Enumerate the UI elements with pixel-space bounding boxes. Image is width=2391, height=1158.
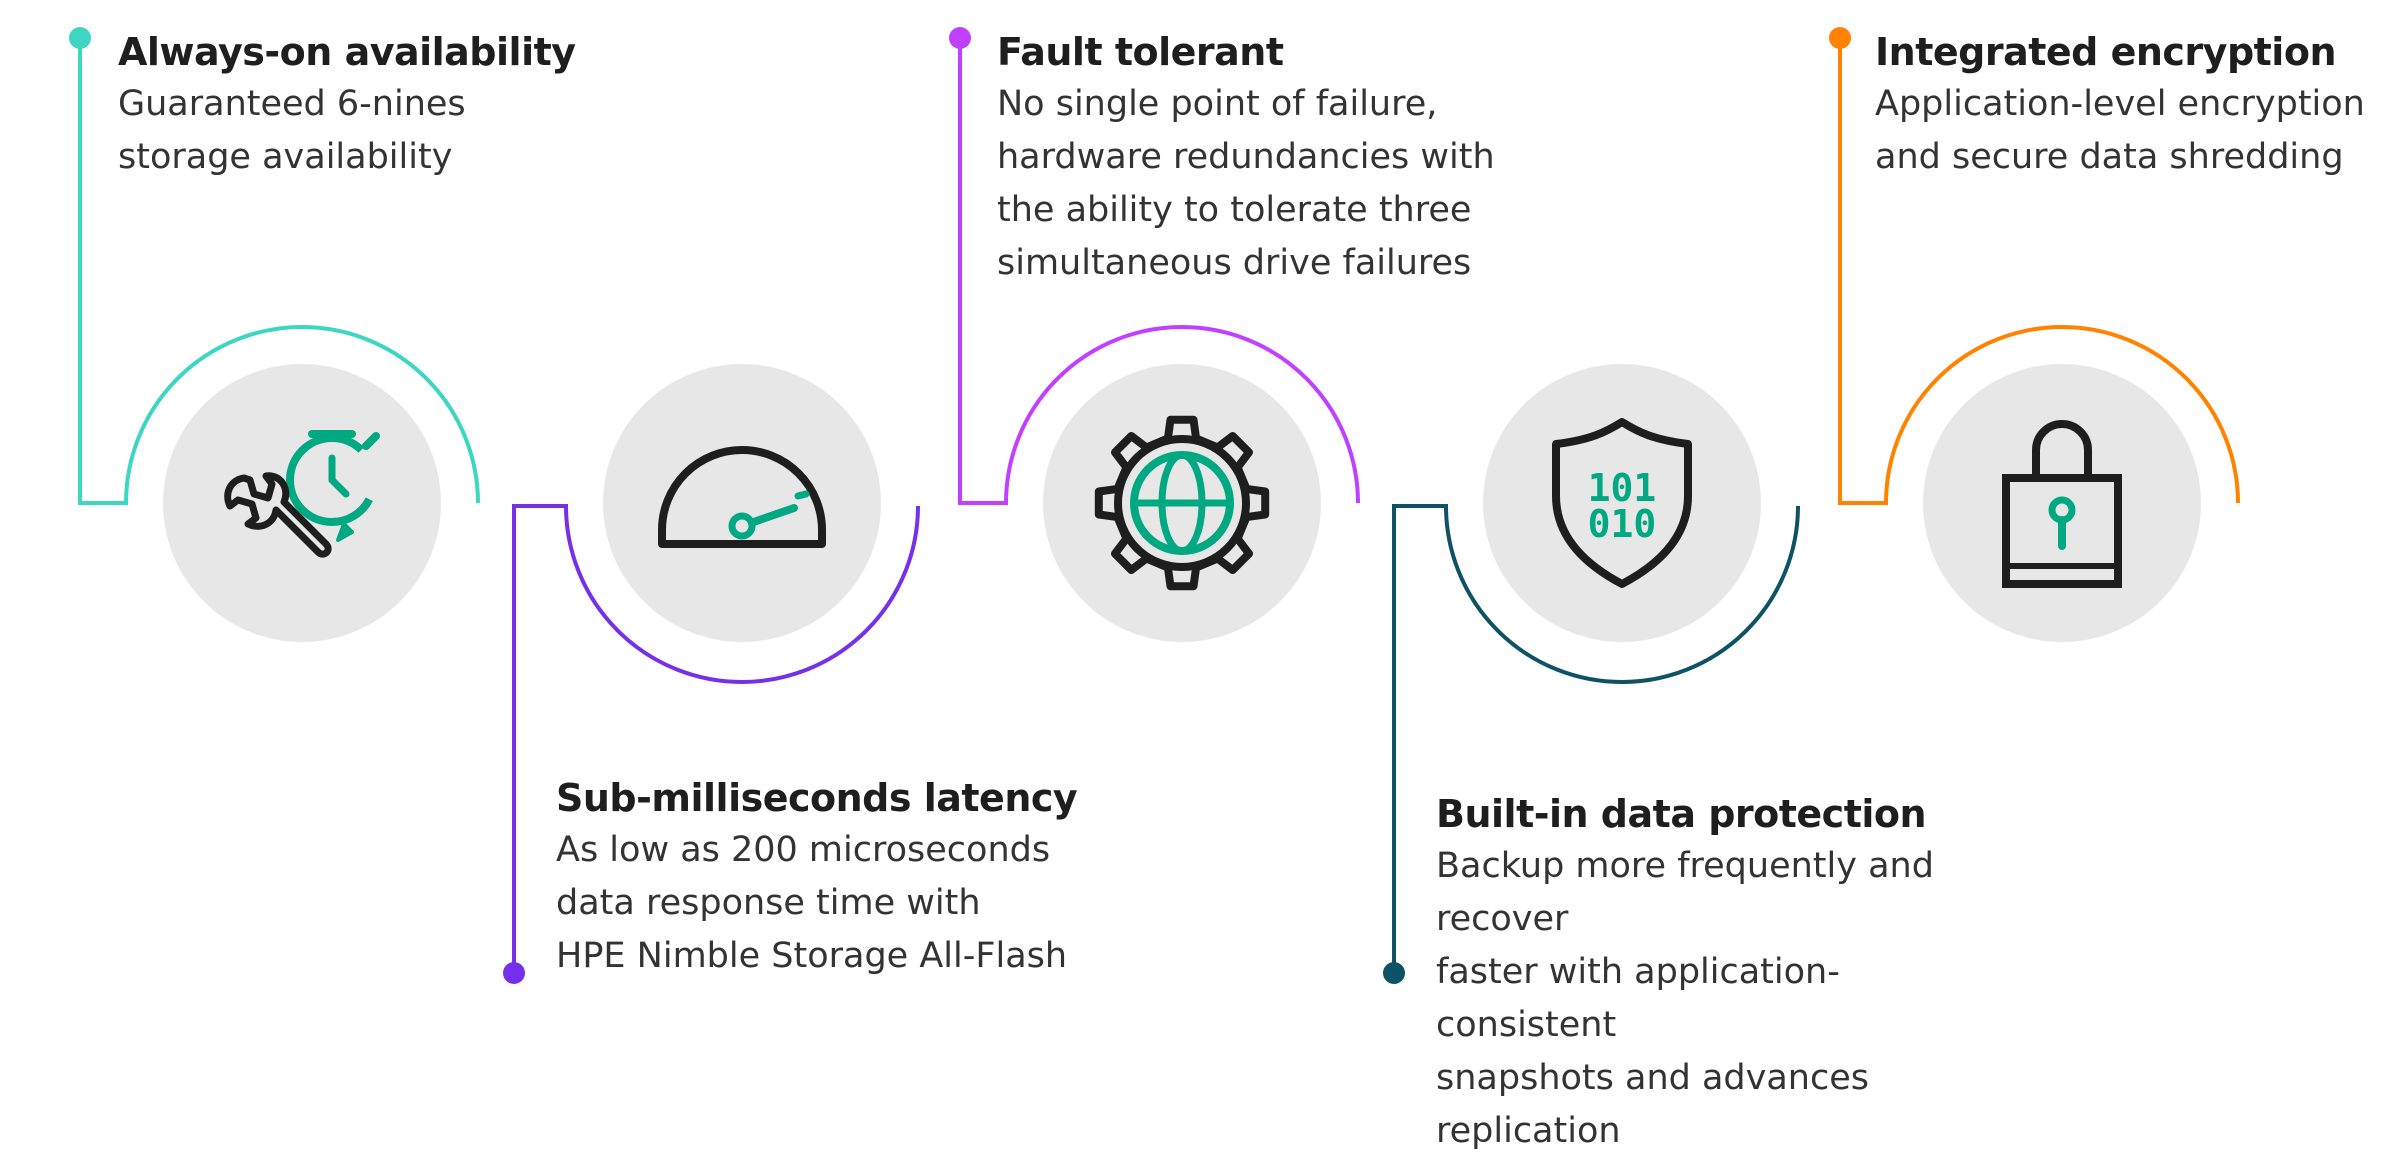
icon-circle-background (163, 364, 441, 642)
connector-dot-magenta (949, 27, 971, 49)
shield-binary-icon: 101 010 (1552, 418, 1692, 588)
connector-dot-dark-teal (1383, 962, 1405, 984)
feature-title: Always-on availability (118, 30, 576, 74)
feature-title: Fault tolerant (997, 30, 1284, 74)
binary-top-text: 101 (1588, 466, 1657, 510)
connector-arc-orange (1838, 325, 2240, 505)
gear-globe-icon (1094, 415, 1270, 591)
feature-sub-milliseconds-latency (503, 364, 920, 984)
padlock-icon (2002, 420, 2122, 588)
feature-fault-tolerant (949, 27, 1360, 642)
feature-description: As low as 200 microseconds data response… (556, 830, 1068, 976)
feature-description: No single point of failure, hardware red… (997, 84, 1495, 283)
feature-description: Guaranteed 6-nines storage availability (118, 84, 466, 177)
connector-dot-purple (503, 962, 525, 984)
connector-arc-teal (78, 325, 480, 505)
feature-title: Built-in data protection (1436, 792, 1927, 836)
feature-text-built-in-data-protection: Built-in data protection Backup more fre… (1436, 788, 1996, 1158)
feature-always-on-availability (69, 27, 480, 642)
connector-arc-magenta (958, 325, 1360, 505)
connector-arc-dark-teal (1392, 504, 1800, 684)
feature-built-in-data-protection: 101 010 (1383, 364, 1800, 984)
wrench-stopwatch-icon (224, 430, 380, 558)
connector-dot-teal (69, 27, 91, 49)
binary-bottom-text: 010 (1588, 502, 1657, 546)
feature-description: Backup more frequently and recover faste… (1436, 846, 1934, 1151)
feature-description: Application-level encryption and secure … (1875, 84, 2365, 177)
feature-title: Integrated encryption (1875, 30, 2337, 74)
icon-circle-background (1483, 364, 1761, 642)
feature-text-sub-milliseconds-latency: Sub-milliseconds latency As low as 200 m… (556, 772, 1116, 983)
connector-arc-purple (512, 504, 920, 684)
feature-diagram: 101 010 (69, 27, 2240, 984)
speedometer-icon (658, 446, 826, 548)
feature-text-always-on-availability: Always-on availability Guaranteed 6-nine… (118, 26, 678, 184)
icon-circle-background (603, 364, 881, 642)
feature-text-fault-tolerant: Fault tolerant No single point of failur… (997, 26, 1557, 290)
feature-title: Sub-milliseconds latency (556, 776, 1078, 820)
connector-dot-orange (1829, 27, 1851, 49)
feature-integrated-encryption (1829, 27, 2240, 642)
feature-text-integrated-encryption: Integrated encryption Application-level … (1875, 26, 2375, 184)
